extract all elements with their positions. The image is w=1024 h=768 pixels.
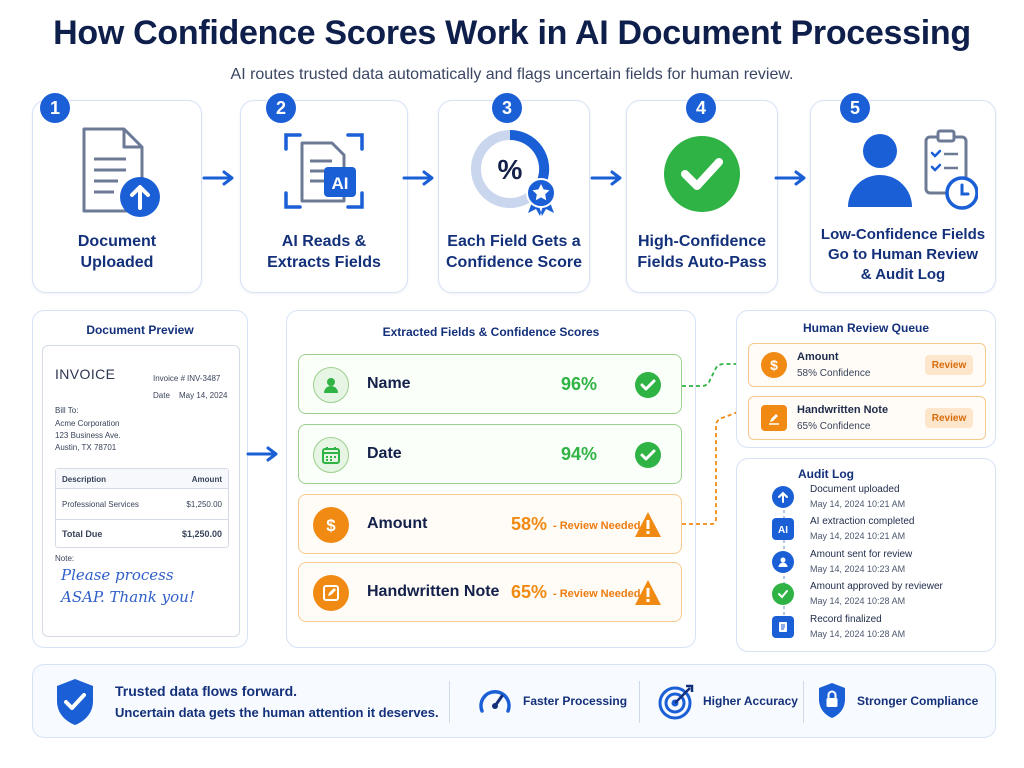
feature-higher-accuracy: Higher Accuracy xyxy=(703,694,798,708)
check-icon xyxy=(772,583,794,605)
invoice-document: INVOICE Invoice # INV-3487 Date May 14, … xyxy=(42,345,240,637)
handwritten-note-line-1: Please process xyxy=(61,566,174,584)
review-queue-title: Human Review Queue xyxy=(802,321,930,335)
footer-message-2: Uncertain data gets the human attention … xyxy=(115,705,439,720)
ai-icon: AI xyxy=(772,518,794,540)
flow-arrow-icon xyxy=(246,446,278,462)
svg-text:AI: AI xyxy=(332,174,349,193)
svg-text:$: $ xyxy=(770,357,778,373)
document-upload-icon xyxy=(33,121,201,221)
step-number-5: 5 xyxy=(840,93,870,123)
dollar-icon: $ xyxy=(313,507,349,543)
upload-icon xyxy=(772,486,794,508)
speedometer-icon xyxy=(479,690,511,713)
invoice-title: INVOICE xyxy=(55,366,116,382)
reviewer-clipboard-icon xyxy=(811,117,995,217)
target-icon xyxy=(658,684,694,720)
audit-item: Record finalized May 14, 2024 10:28 AM xyxy=(772,614,982,646)
audit-item: Document uploaded May 14, 2024 10:21 AM xyxy=(772,484,982,516)
check-icon xyxy=(635,372,661,398)
audit-log-title: Audit Log xyxy=(798,467,854,481)
page-subtitle: AI routes trusted data automatically and… xyxy=(230,66,794,83)
user-icon xyxy=(772,551,794,573)
step-number-3: 3 xyxy=(492,93,522,123)
step-number-1: 1 xyxy=(40,93,70,123)
shield-lock-icon xyxy=(819,683,845,718)
review-button[interactable]: Review xyxy=(925,355,973,375)
step-card-2: AI AI Reads &Extracts Fields xyxy=(240,100,408,293)
svg-text:AI: AI xyxy=(778,525,788,535)
document-icon xyxy=(772,616,794,638)
percent-gauge-icon: % xyxy=(439,121,589,221)
audit-timeline-line xyxy=(783,492,785,632)
svg-text:%: % xyxy=(498,154,523,185)
step-label-2: AI Reads &Extracts Fields xyxy=(267,233,381,271)
extracted-fields-title: Extracted Fields & Confidence Scores xyxy=(382,325,600,339)
user-icon xyxy=(313,367,349,403)
flow-arrow-icon xyxy=(402,170,434,186)
review-button[interactable]: Review xyxy=(925,408,973,428)
dollar-icon: $ xyxy=(761,352,787,378)
pencil-note-icon xyxy=(313,575,349,611)
footer-message-1: Trusted data flows forward. xyxy=(115,683,298,699)
field-row-handwritten-note[interactable]: Handwritten Note 65% - Review Needed xyxy=(298,562,682,622)
svg-text:$: $ xyxy=(326,516,336,535)
audit-item: Amount sent for review May 14, 2024 10:2… xyxy=(772,549,982,581)
audit-item: AI AI extraction completed May 14, 2024 … xyxy=(772,516,982,548)
review-queue-item-amount: $ Amount 58% Confidence Review xyxy=(748,343,986,387)
review-queue-item-handwritten-note: Handwritten Note 65% Confidence Review xyxy=(748,396,986,440)
field-row-date[interactable]: Date 94% xyxy=(298,424,682,484)
shield-check-icon xyxy=(57,679,93,725)
warning-icon xyxy=(635,512,661,537)
flow-arrow-icon xyxy=(202,170,234,186)
flow-arrow-icon xyxy=(590,170,622,186)
audit-item: Amount approved by reviewer May 14, 2024… xyxy=(772,581,982,613)
footer-banner: Trusted data flows forward. Uncertain da… xyxy=(32,664,996,738)
field-row-name[interactable]: Name 96% xyxy=(298,354,682,414)
ai-scan-icon: AI xyxy=(241,121,407,221)
handwritten-note-line-2: ASAP. Thank you! xyxy=(61,588,195,606)
page-title: How Confidence Scores Work in AI Documen… xyxy=(53,14,971,52)
feature-faster-processing: Faster Processing xyxy=(523,694,628,708)
flow-arrow-icon xyxy=(774,170,806,186)
field-row-amount[interactable]: $ Amount 58% - Review Needed xyxy=(298,494,682,554)
feature-stronger-compliance: Stronger Compliance xyxy=(857,694,979,708)
pencil-note-icon xyxy=(761,405,787,431)
warning-icon xyxy=(635,580,661,605)
check-icon xyxy=(635,442,661,468)
calendar-icon xyxy=(313,437,349,473)
document-preview-title: Document Preview xyxy=(86,323,194,337)
step-number-2: 2 xyxy=(266,93,296,123)
check-circle-icon xyxy=(627,121,777,221)
step-number-4: 4 xyxy=(686,93,716,123)
invoice-table: Description Amount Professional Services… xyxy=(55,468,229,548)
